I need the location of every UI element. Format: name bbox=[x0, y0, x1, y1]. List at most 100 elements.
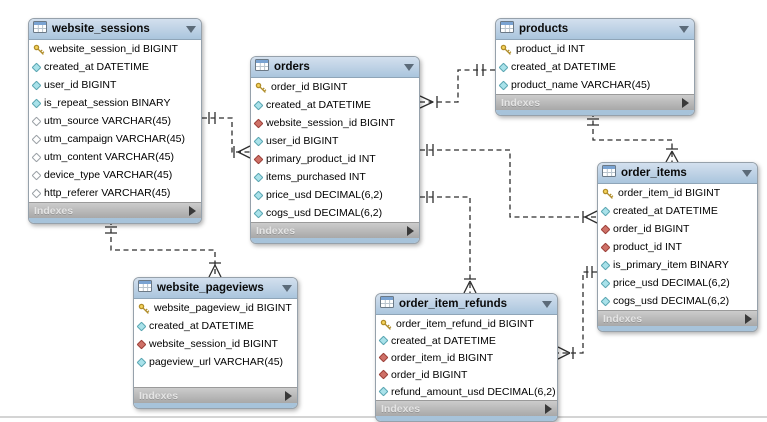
column-row[interactable]: created_at DATETIME bbox=[376, 332, 557, 349]
indexes-footer[interactable]: Indexes bbox=[251, 222, 419, 238]
collapse-arrow-icon[interactable] bbox=[404, 63, 414, 71]
collapse-arrow-icon[interactable] bbox=[742, 169, 752, 177]
column-row[interactable]: website_session_id BIGINT bbox=[29, 40, 201, 58]
expand-arrow-icon[interactable] bbox=[407, 225, 414, 236]
table-header-website_sessions[interactable]: website_sessions bbox=[29, 19, 201, 40]
column-row[interactable]: order_id BIGINT bbox=[598, 220, 757, 238]
table-bottom-strip bbox=[598, 326, 757, 331]
column-row[interactable]: order_item_refund_id BIGINT bbox=[376, 315, 557, 332]
relationship-website_sessions-orders[interactable] bbox=[202, 112, 251, 159]
column-row[interactable]: is_primary_item BINARY bbox=[598, 256, 757, 274]
column-row[interactable]: product_id INT bbox=[496, 40, 694, 58]
column-row[interactable]: created_at DATETIME bbox=[251, 96, 419, 114]
collapse-arrow-icon[interactable] bbox=[186, 25, 196, 33]
relationship-website_sessions-website_pageviews[interactable] bbox=[105, 220, 222, 278]
column-row[interactable]: pageview_url VARCHAR(45) bbox=[134, 353, 297, 371]
primary-key-icon bbox=[138, 302, 150, 314]
column-row[interactable]: primary_product_id INT bbox=[251, 150, 419, 168]
column-row[interactable]: product_name VARCHAR(45) bbox=[496, 76, 694, 94]
column-label: price_usd DECIMAL(6,2) bbox=[613, 277, 730, 289]
attribute-icon bbox=[253, 172, 264, 182]
column-row[interactable]: items_purchased INT bbox=[251, 168, 419, 186]
column-row[interactable]: created_at DATETIME bbox=[134, 317, 297, 335]
column-row[interactable]: device_type VARCHAR(45) bbox=[29, 166, 201, 184]
table-icon bbox=[602, 164, 616, 182]
column-row[interactable]: price_usd DECIMAL(6,2) bbox=[598, 274, 757, 292]
relationship-products-order_items[interactable] bbox=[587, 112, 679, 163]
column-row[interactable]: cogs_usd DECIMAL(6,2) bbox=[251, 204, 419, 222]
indexes-label: Indexes bbox=[381, 402, 421, 415]
column-label: device_type VARCHAR(45) bbox=[44, 169, 173, 181]
column-label: website_session_id BIGINT bbox=[266, 117, 395, 129]
column-row[interactable]: utm_content VARCHAR(45) bbox=[29, 148, 201, 166]
column-row[interactable]: http_referer VARCHAR(45) bbox=[29, 184, 201, 202]
table-bottom-strip bbox=[251, 238, 419, 243]
column-row[interactable]: is_repeat_session BINARY bbox=[29, 94, 201, 112]
indexes-footer[interactable]: Indexes bbox=[29, 202, 201, 218]
foreign-key-icon bbox=[136, 339, 147, 349]
column-label: is_repeat_session BINARY bbox=[44, 97, 171, 109]
table-orders[interactable]: orders order_id BIGINT created_at DATETIME… bbox=[250, 56, 420, 244]
table-order_items[interactable]: order_items order_item_id BIGINT created_a… bbox=[597, 162, 758, 332]
foreign-key-icon bbox=[600, 242, 611, 252]
column-row[interactable]: utm_source VARCHAR(45) bbox=[29, 112, 201, 130]
column-row[interactable]: refund_amount_usd DECIMAL(6,2) bbox=[376, 383, 557, 400]
column-label: primary_product_id INT bbox=[266, 153, 376, 165]
column-label: order_id BIGINT bbox=[613, 223, 690, 235]
indexes-footer[interactable]: Indexes bbox=[496, 94, 694, 110]
column-label: order_id BIGINT bbox=[271, 81, 348, 93]
column-row[interactable]: user_id BIGINT bbox=[29, 76, 201, 94]
column-row[interactable]: website_session_id BIGINT bbox=[134, 335, 297, 353]
table-icon bbox=[33, 20, 47, 38]
column-row[interactable]: website_pageview_id BIGINT bbox=[134, 299, 297, 317]
collapse-arrow-icon[interactable] bbox=[282, 284, 292, 292]
column-label: created_at DATETIME bbox=[613, 205, 718, 217]
column-row[interactable]: order_item_id BIGINT bbox=[598, 184, 757, 202]
column-row[interactable]: utm_campaign VARCHAR(45) bbox=[29, 130, 201, 148]
collapse-arrow-icon[interactable] bbox=[679, 25, 689, 33]
attribute-icon bbox=[600, 206, 611, 216]
column-row[interactable]: product_id INT bbox=[598, 238, 757, 256]
expand-arrow-icon[interactable] bbox=[745, 313, 752, 324]
column-row[interactable]: cogs_usd DECIMAL(6,2) bbox=[598, 292, 757, 310]
relationship-products-orders[interactable] bbox=[419, 64, 495, 109]
attribute-icon bbox=[136, 321, 147, 331]
expand-arrow-icon[interactable] bbox=[545, 403, 552, 414]
foreign-key-icon bbox=[253, 154, 264, 164]
relationship-orders-order_items[interactable] bbox=[420, 144, 598, 224]
column-row[interactable]: order_id BIGINT bbox=[376, 366, 557, 383]
relationship-order_items-order_item_refunds[interactable] bbox=[557, 266, 597, 360]
table-header-order_item_refunds[interactable]: order_item_refunds bbox=[376, 294, 557, 315]
collapse-arrow-icon[interactable] bbox=[542, 300, 552, 308]
column-row[interactable]: price_usd DECIMAL(6,2) bbox=[251, 186, 419, 204]
table-blank-area bbox=[134, 371, 297, 387]
column-label: utm_source VARCHAR(45) bbox=[44, 115, 172, 127]
column-label: order_item_id BIGINT bbox=[618, 187, 721, 199]
column-row[interactable]: order_item_id BIGINT bbox=[376, 349, 557, 366]
column-row[interactable]: user_id BIGINT bbox=[251, 132, 419, 150]
column-row[interactable]: created_at DATETIME bbox=[496, 58, 694, 76]
column-row[interactable]: order_id BIGINT bbox=[251, 78, 419, 96]
table-bottom-strip bbox=[134, 403, 297, 408]
indexes-label: Indexes bbox=[256, 224, 296, 237]
table-header-products[interactable]: products bbox=[496, 19, 694, 40]
relationship-orders-order_item_refunds[interactable] bbox=[420, 191, 477, 294]
table-header-website_pageviews[interactable]: website_pageviews bbox=[134, 278, 297, 299]
expand-arrow-icon[interactable] bbox=[189, 205, 196, 216]
column-row[interactable]: created_at DATETIME bbox=[29, 58, 201, 76]
column-row[interactable]: created_at DATETIME bbox=[598, 202, 757, 220]
expand-arrow-icon[interactable] bbox=[682, 97, 689, 108]
indexes-footer[interactable]: Indexes bbox=[598, 310, 757, 326]
table-header-order_items[interactable]: order_items bbox=[598, 163, 757, 184]
table-header-orders[interactable]: orders bbox=[251, 57, 419, 78]
column-label: items_purchased INT bbox=[266, 171, 366, 183]
expand-arrow-icon[interactable] bbox=[285, 390, 292, 401]
column-row[interactable]: website_session_id BIGINT bbox=[251, 114, 419, 132]
indexes-footer[interactable]: Indexes bbox=[376, 400, 557, 416]
indexes-footer[interactable]: Indexes bbox=[134, 387, 297, 403]
